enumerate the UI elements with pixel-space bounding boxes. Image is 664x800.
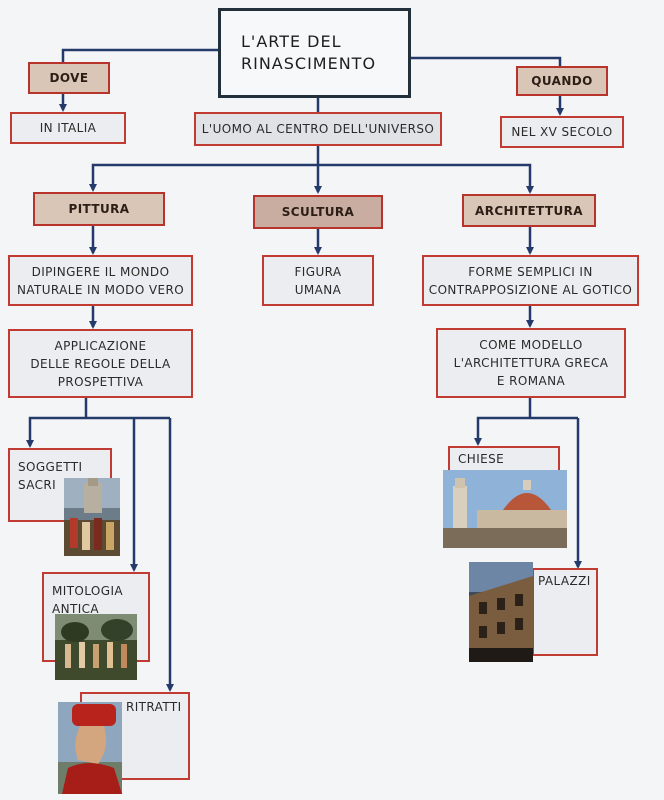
architettura-desc-1-box: FORME SEMPLICI IN CONTRAPPOSIZIONE AL GO… xyxy=(422,255,639,306)
dove-value-box: IN ITALIA xyxy=(10,112,126,144)
soggetti-sacri-painting xyxy=(64,478,120,556)
pittura-desc-1-box: DIPINGERE IL MONDO NATURALE IN MODO VERO xyxy=(8,255,193,306)
chiese-photo xyxy=(443,470,567,548)
pittura-label: PITTURA xyxy=(68,202,130,216)
dove-label: DOVE xyxy=(49,71,89,85)
pittura-header: PITTURA xyxy=(33,192,165,226)
pittura-desc-2-box: APPLICAZIONE DELLE REGOLE DELLA PROSPETT… xyxy=(8,329,193,398)
quando-header: QUANDO xyxy=(516,66,608,96)
pittura-desc-1: DIPINGERE IL MONDO NATURALE IN MODO VERO xyxy=(16,264,185,297)
ritratti-label: RITRATTI xyxy=(126,700,182,714)
quando-value: NEL XV SECOLO xyxy=(511,125,613,139)
uomo-text: L'UOMO AL CENTRO DELL'UNIVERSO xyxy=(201,122,435,136)
scultura-desc-box: FIGURA UMANA xyxy=(262,255,374,306)
architettura-label: ARCHITETTURA xyxy=(475,203,583,218)
scultura-desc: FIGURA UMANA xyxy=(294,264,342,297)
mitologia-antica-label: MITOLOGIA ANTICA xyxy=(52,584,124,616)
quando-label: QUANDO xyxy=(531,74,593,88)
scultura-label: SCULTURA xyxy=(281,205,355,219)
dove-value: IN ITALIA xyxy=(39,121,97,135)
ritratti-portrait xyxy=(58,702,122,794)
architettura-header: ARCHITETTURA xyxy=(462,194,596,227)
dove-header: DOVE xyxy=(28,62,110,94)
palazzi-photo xyxy=(469,562,533,662)
chiese-box: CHIESE xyxy=(448,446,560,472)
chiese-label: CHIESE xyxy=(458,452,505,466)
scultura-header: SCULTURA xyxy=(253,195,383,229)
pittura-desc-2: APPLICAZIONE DELLE REGOLE DELLA PROSPETT… xyxy=(30,338,171,389)
soggetti-sacri-label: SOGGETTI SACRI xyxy=(18,460,83,492)
uomo-box: L'UOMO AL CENTRO DELL'UNIVERSO xyxy=(194,112,442,146)
architettura-desc-2-box: COME MODELLO L'ARCHITETTURA GRECA E ROMA… xyxy=(436,328,626,398)
quando-value-box: NEL XV SECOLO xyxy=(500,116,624,148)
architettura-desc-2: COME MODELLO L'ARCHITETTURA GRECA E ROMA… xyxy=(453,338,609,388)
architettura-desc-1: FORME SEMPLICI IN CONTRAPPOSIZIONE AL GO… xyxy=(428,264,633,297)
palazzi-label: PALAZZI xyxy=(538,574,591,588)
diagram-title: L'ARTE DEL RINASCIMENTO xyxy=(218,8,411,98)
palazzi-box xyxy=(532,568,598,656)
mitologia-antica-painting xyxy=(55,614,137,680)
title-text: L'ARTE DEL RINASCIMENTO xyxy=(241,32,377,73)
